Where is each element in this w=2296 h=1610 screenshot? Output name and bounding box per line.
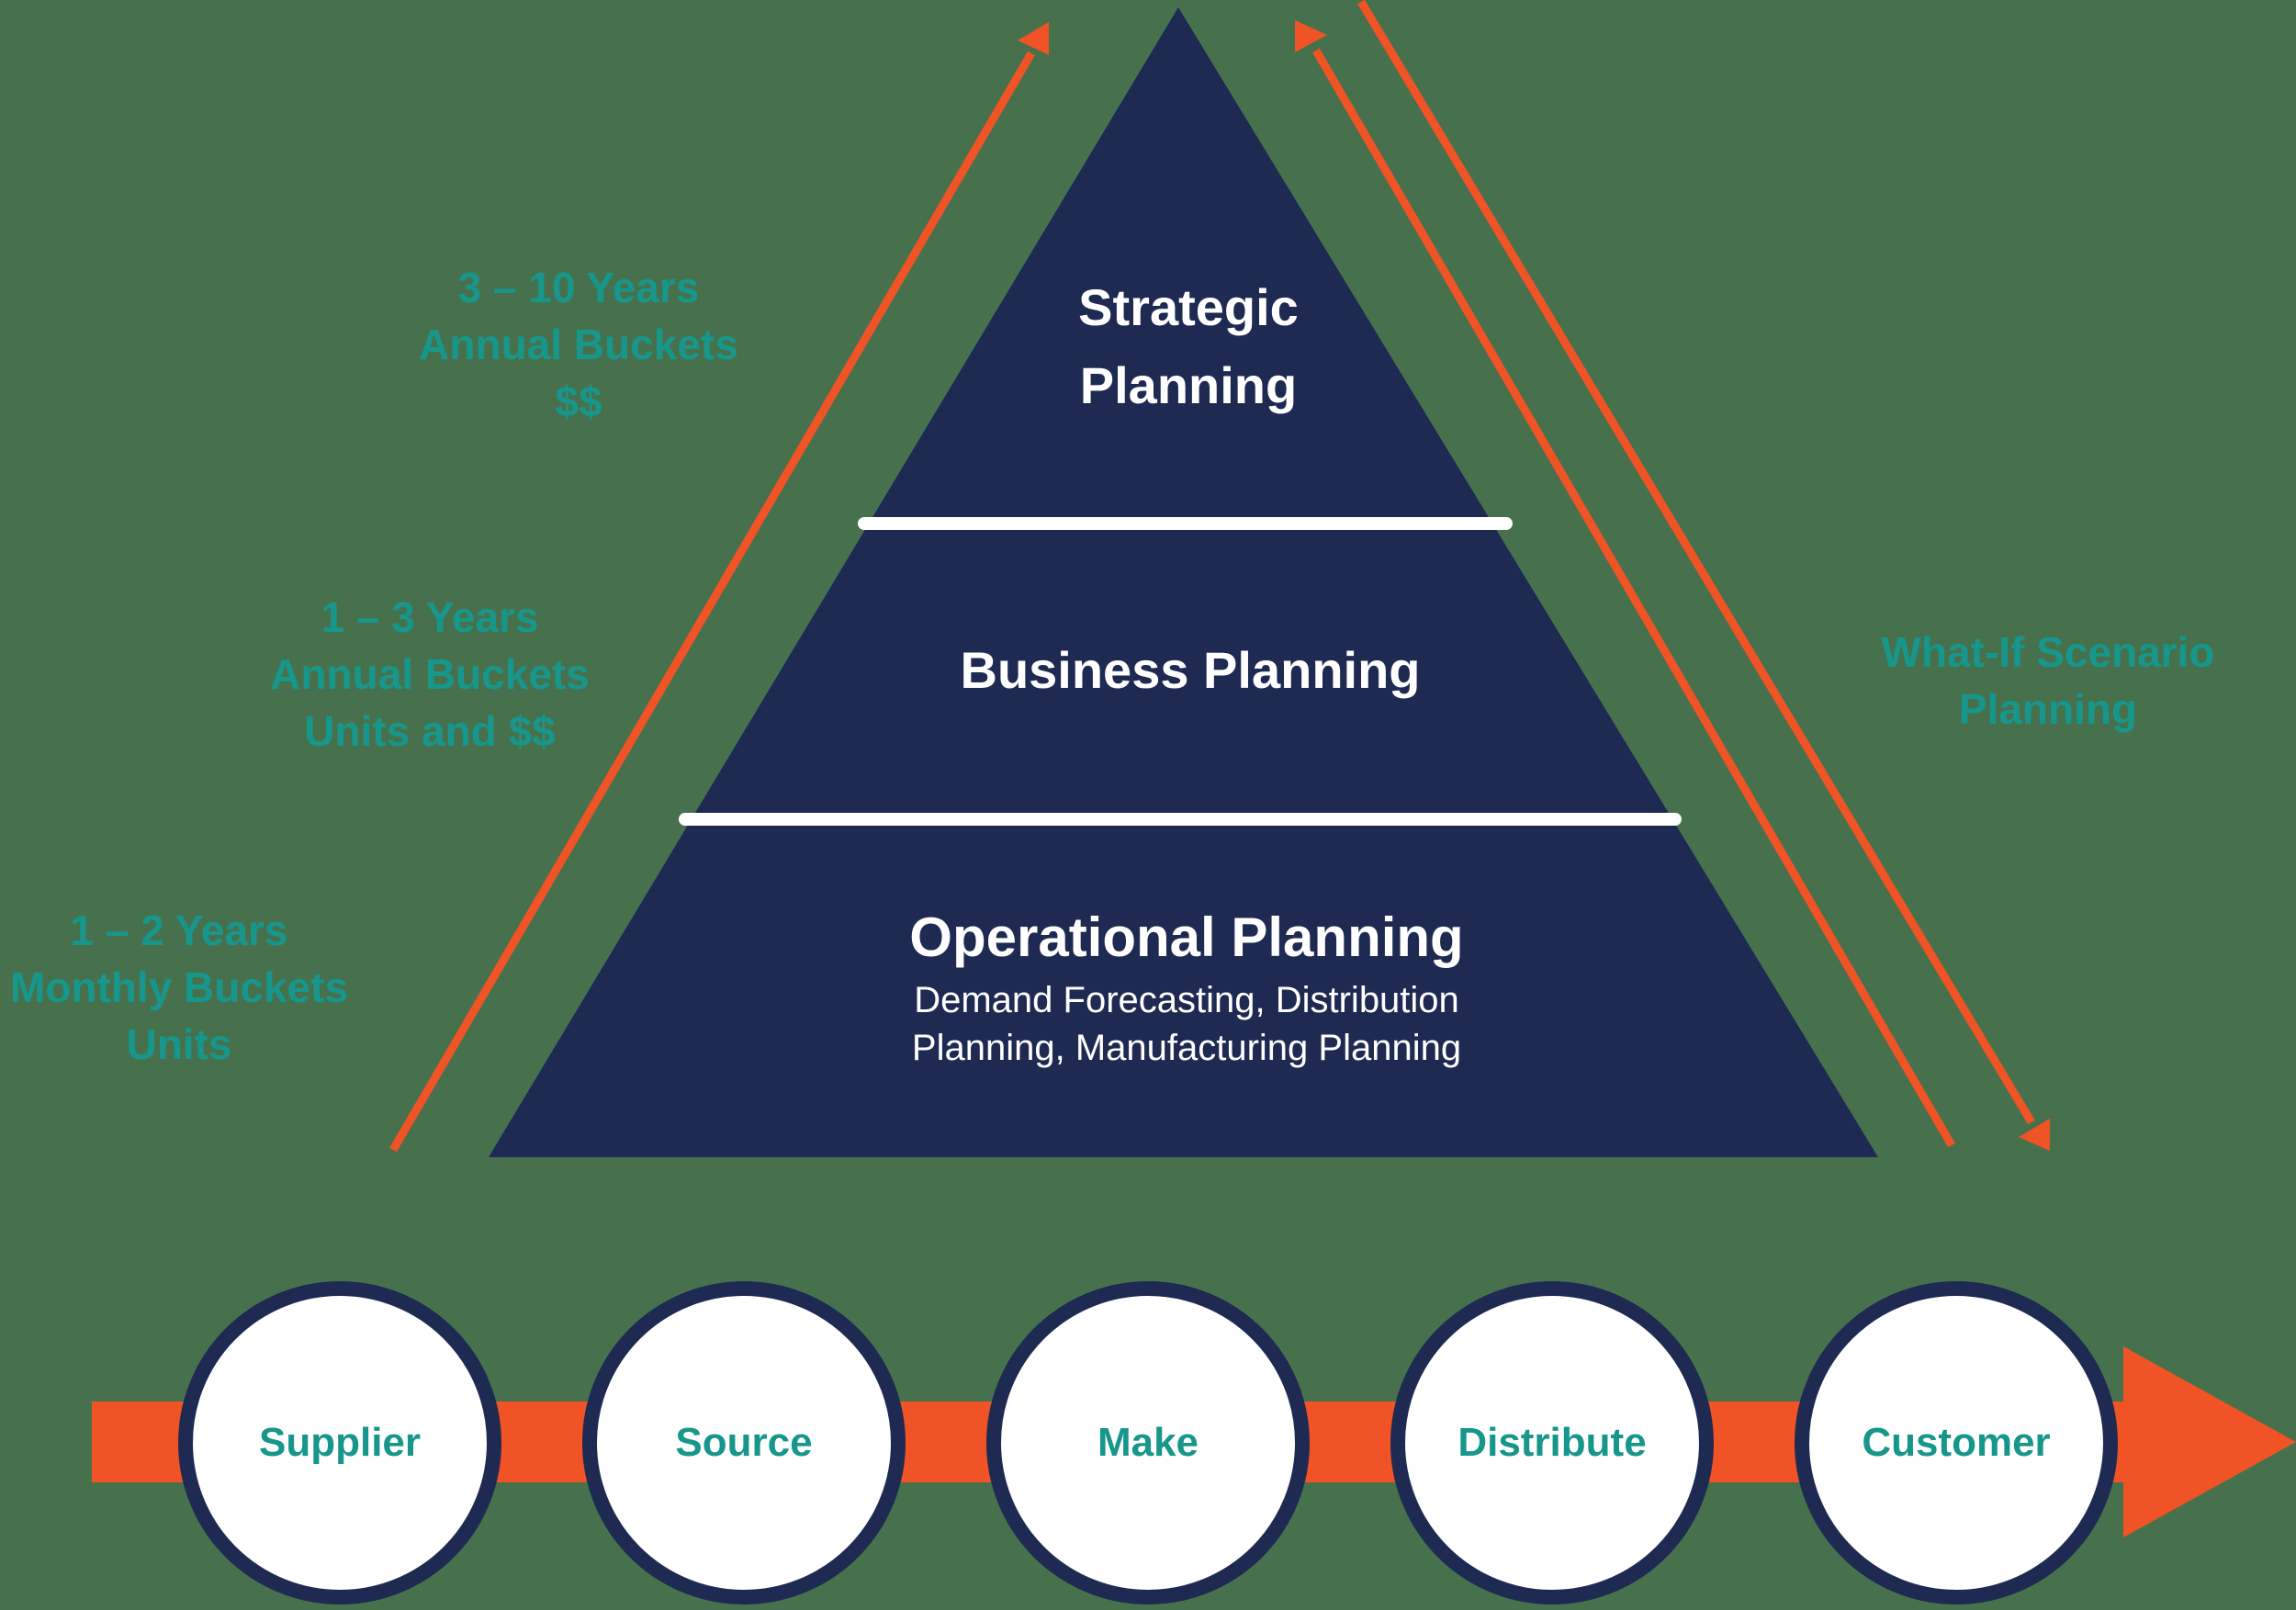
supply-chain-node-make-label: Make [1097, 1420, 1199, 1465]
horizon-label-business-line2: Annual Buckets [270, 650, 590, 698]
supply-chain-node-source-label: Source [675, 1420, 813, 1465]
supply-chain-node-customer-label: Customer [1862, 1420, 2051, 1465]
supply-chain-node-distribute-label: Distribute [1458, 1420, 1647, 1465]
tier-operational-subtitle-line1: Demand Forecasting, Distribution [914, 980, 1459, 1020]
horizon-label-operational-line2: Monthly Buckets [9, 963, 349, 1011]
what-if-scenario-label: What-If Scenario Planning [1882, 624, 2215, 737]
right-down-arrow-icon [1357, 0, 2050, 1151]
horizon-label-operational: 1 – 2 Years Monthly Buckets Units [10, 902, 348, 1073]
what-if-scenario-label-line2: Planning [1958, 685, 2138, 733]
tier-operational-subtitle: Demand Forecasting, Distribution Plannin… [912, 976, 1461, 1072]
horizon-label-business: 1 – 3 Years Annual Buckets Units and $$ [270, 589, 590, 760]
horizon-label-business-line1: 1 – 3 Years [321, 593, 539, 641]
horizon-label-strategic: 3 – 10 Years Annual Buckets $$ [419, 259, 738, 430]
horizon-label-strategic-line2: Annual Buckets [419, 321, 738, 368]
tier-strategic-line2: Planning [1079, 356, 1298, 414]
tier-business-line1: Business Planning [960, 641, 1421, 699]
supply-chain-node-supplier: Supplier [178, 1281, 501, 1604]
tier-strategic-title: Strategic Planning [1078, 268, 1299, 424]
horizon-label-operational-line1: 1 – 2 Years [70, 906, 288, 954]
tier-operational-line1: Operational Planning [909, 906, 1464, 968]
supply-chain-node-source: Source [582, 1281, 906, 1604]
supply-chain-node-make: Make [986, 1281, 1310, 1604]
horizon-label-strategic-line1: 3 – 10 Years [457, 264, 700, 311]
supply-chain-node-distribute: Distribute [1390, 1281, 1714, 1604]
left-up-arrow-icon [389, 22, 1049, 1153]
tier-business-title: Business Planning [961, 643, 1421, 698]
what-if-scenario-label-line1: What-If Scenario [1881, 628, 2215, 676]
horizon-label-business-line3: Units and $$ [304, 707, 556, 755]
tier-strategic-line1: Strategic [1078, 278, 1299, 336]
supply-chain-node-customer: Customer [1795, 1281, 2118, 1604]
supply-chain-node-supplier-label: Supplier [258, 1420, 422, 1465]
tier-operational-title: Operational Planning [909, 907, 1463, 968]
tier-operational-subtitle-line2: Planning, Manufacturing Planning [911, 1028, 1462, 1068]
horizon-label-strategic-line3: $$ [555, 377, 602, 425]
right-up-arrow-icon [1295, 20, 1955, 1148]
horizon-label-operational-line3: Units [126, 1020, 232, 1068]
pyramid-shape [489, 7, 1878, 1157]
